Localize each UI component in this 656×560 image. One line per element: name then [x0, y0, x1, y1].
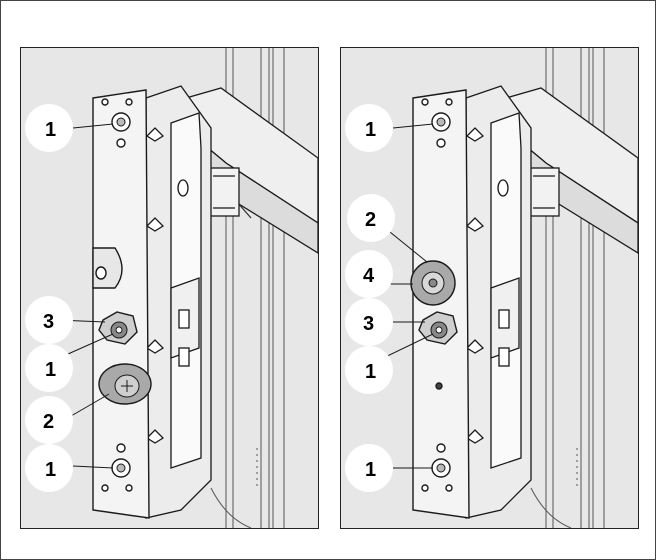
bracket-flange: [145, 85, 212, 519]
screw-top-right: [431, 112, 451, 132]
screw-bottom-right: [431, 458, 451, 478]
panel-left: 1 3 1 2 1: [20, 47, 319, 529]
screw-bottom-left: [111, 458, 131, 478]
callout-label: 1: [45, 459, 56, 481]
cover-cap-left: [98, 363, 152, 405]
hinge-illustration-left: 1 3 1 2 1: [25, 48, 318, 528]
callout-label: 1: [45, 119, 56, 141]
callout-label: 1: [45, 359, 56, 381]
panel-right: 1 2 4 3 1 1: [340, 47, 639, 529]
callout-label: 4: [363, 265, 375, 287]
rail-beam: [505, 87, 638, 254]
hinge-illustration-right: 1 2 4 3 1 1: [345, 48, 638, 528]
screw-top-left: [111, 112, 131, 132]
callouts-right: 1 2 4 3 1 1: [345, 104, 395, 492]
callout-label: 1: [365, 361, 376, 383]
callout-label: 3: [363, 313, 374, 335]
bracket-flange: [465, 85, 532, 519]
callout-label: 2: [365, 209, 376, 231]
callout-label: 2: [43, 411, 54, 433]
bracket-plate: [92, 89, 150, 519]
callouts-left: 1 3 1 2 1: [25, 104, 73, 492]
callout-label: 1: [365, 119, 376, 141]
callout-label: 3: [43, 311, 54, 333]
rail-beam: [185, 87, 318, 254]
grommet-right: [410, 260, 456, 306]
callout-label: 1: [365, 459, 376, 481]
